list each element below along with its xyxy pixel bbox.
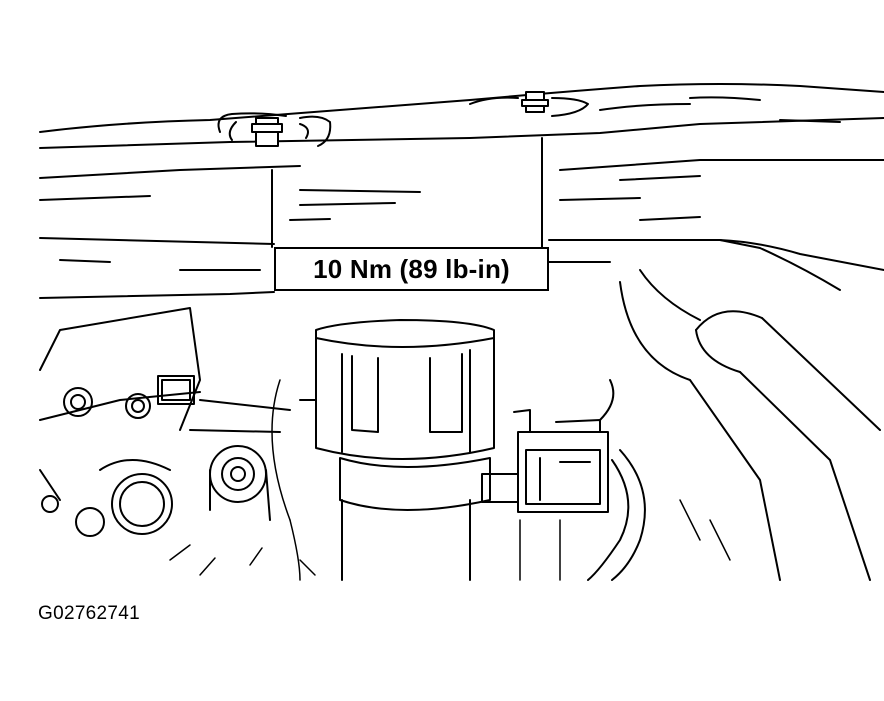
torque-spec-label: 10 Nm (89 lb-in) [274,247,549,291]
mounting-bolt [209,445,271,521]
right-bolt-boss [469,91,589,117]
upper-manifold [39,83,884,299]
figure-id: G02762741 [38,603,141,624]
cylinder-housing [299,319,495,581]
lower-left-bracket [39,307,291,537]
electrical-connector [481,409,609,513]
hose [619,269,881,581]
left-bolt-boss [217,112,332,147]
wire-harness [587,379,646,581]
leader-lines [271,137,543,248]
lower-detail-strokes [169,379,731,581]
